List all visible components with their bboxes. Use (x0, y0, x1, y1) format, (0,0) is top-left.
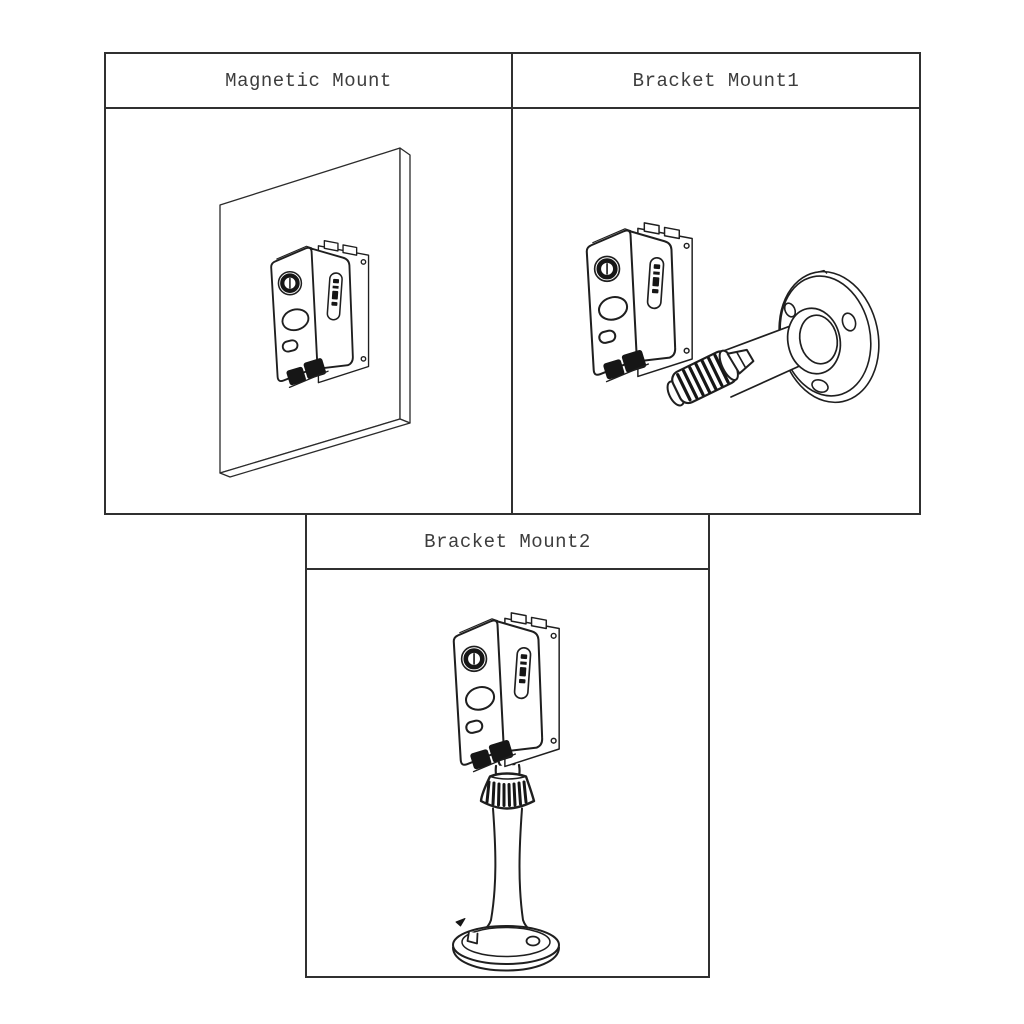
panel-magnetic-mount: Magnetic Mount (104, 52, 513, 515)
panel-bracket-mount1: Bracket Mount1 (511, 52, 921, 515)
panel-header-bracket-mount1: Bracket Mount1 (513, 54, 919, 109)
camera-drawing (587, 223, 692, 382)
flange-boss-drawing (786, 307, 842, 375)
lock-knob-joint-drawing (666, 348, 755, 407)
panel-title-bracket-mount2: Bracket Mount2 (424, 530, 591, 553)
panel-body-bracket-mount2 (307, 570, 708, 976)
camera-drawing (454, 613, 559, 772)
camera-drawing (271, 241, 368, 388)
panel-body-bracket-mount1 (513, 109, 919, 513)
panel-bracket-mount2: Bracket Mount2 (305, 513, 710, 978)
panel-header-magnetic-mount: Magnetic Mount (106, 54, 511, 109)
bracket-mount1-illustration (513, 109, 880, 407)
panel-title-magnetic-mount: Magnetic Mount (225, 69, 392, 92)
panel-title-bracket-mount1: Bracket Mount1 (632, 69, 800, 92)
bracket-mount2-illustration (307, 570, 708, 972)
panel-body-magnetic-mount (106, 109, 511, 513)
magnetic-mount-illustration (219, 147, 411, 478)
pedestal-stand-drawing (452, 735, 560, 972)
top-panel-row: Magnetic Mount Bracket Mount1 (104, 52, 921, 515)
panel-header-bracket-mount2: Bracket Mount2 (307, 515, 708, 570)
